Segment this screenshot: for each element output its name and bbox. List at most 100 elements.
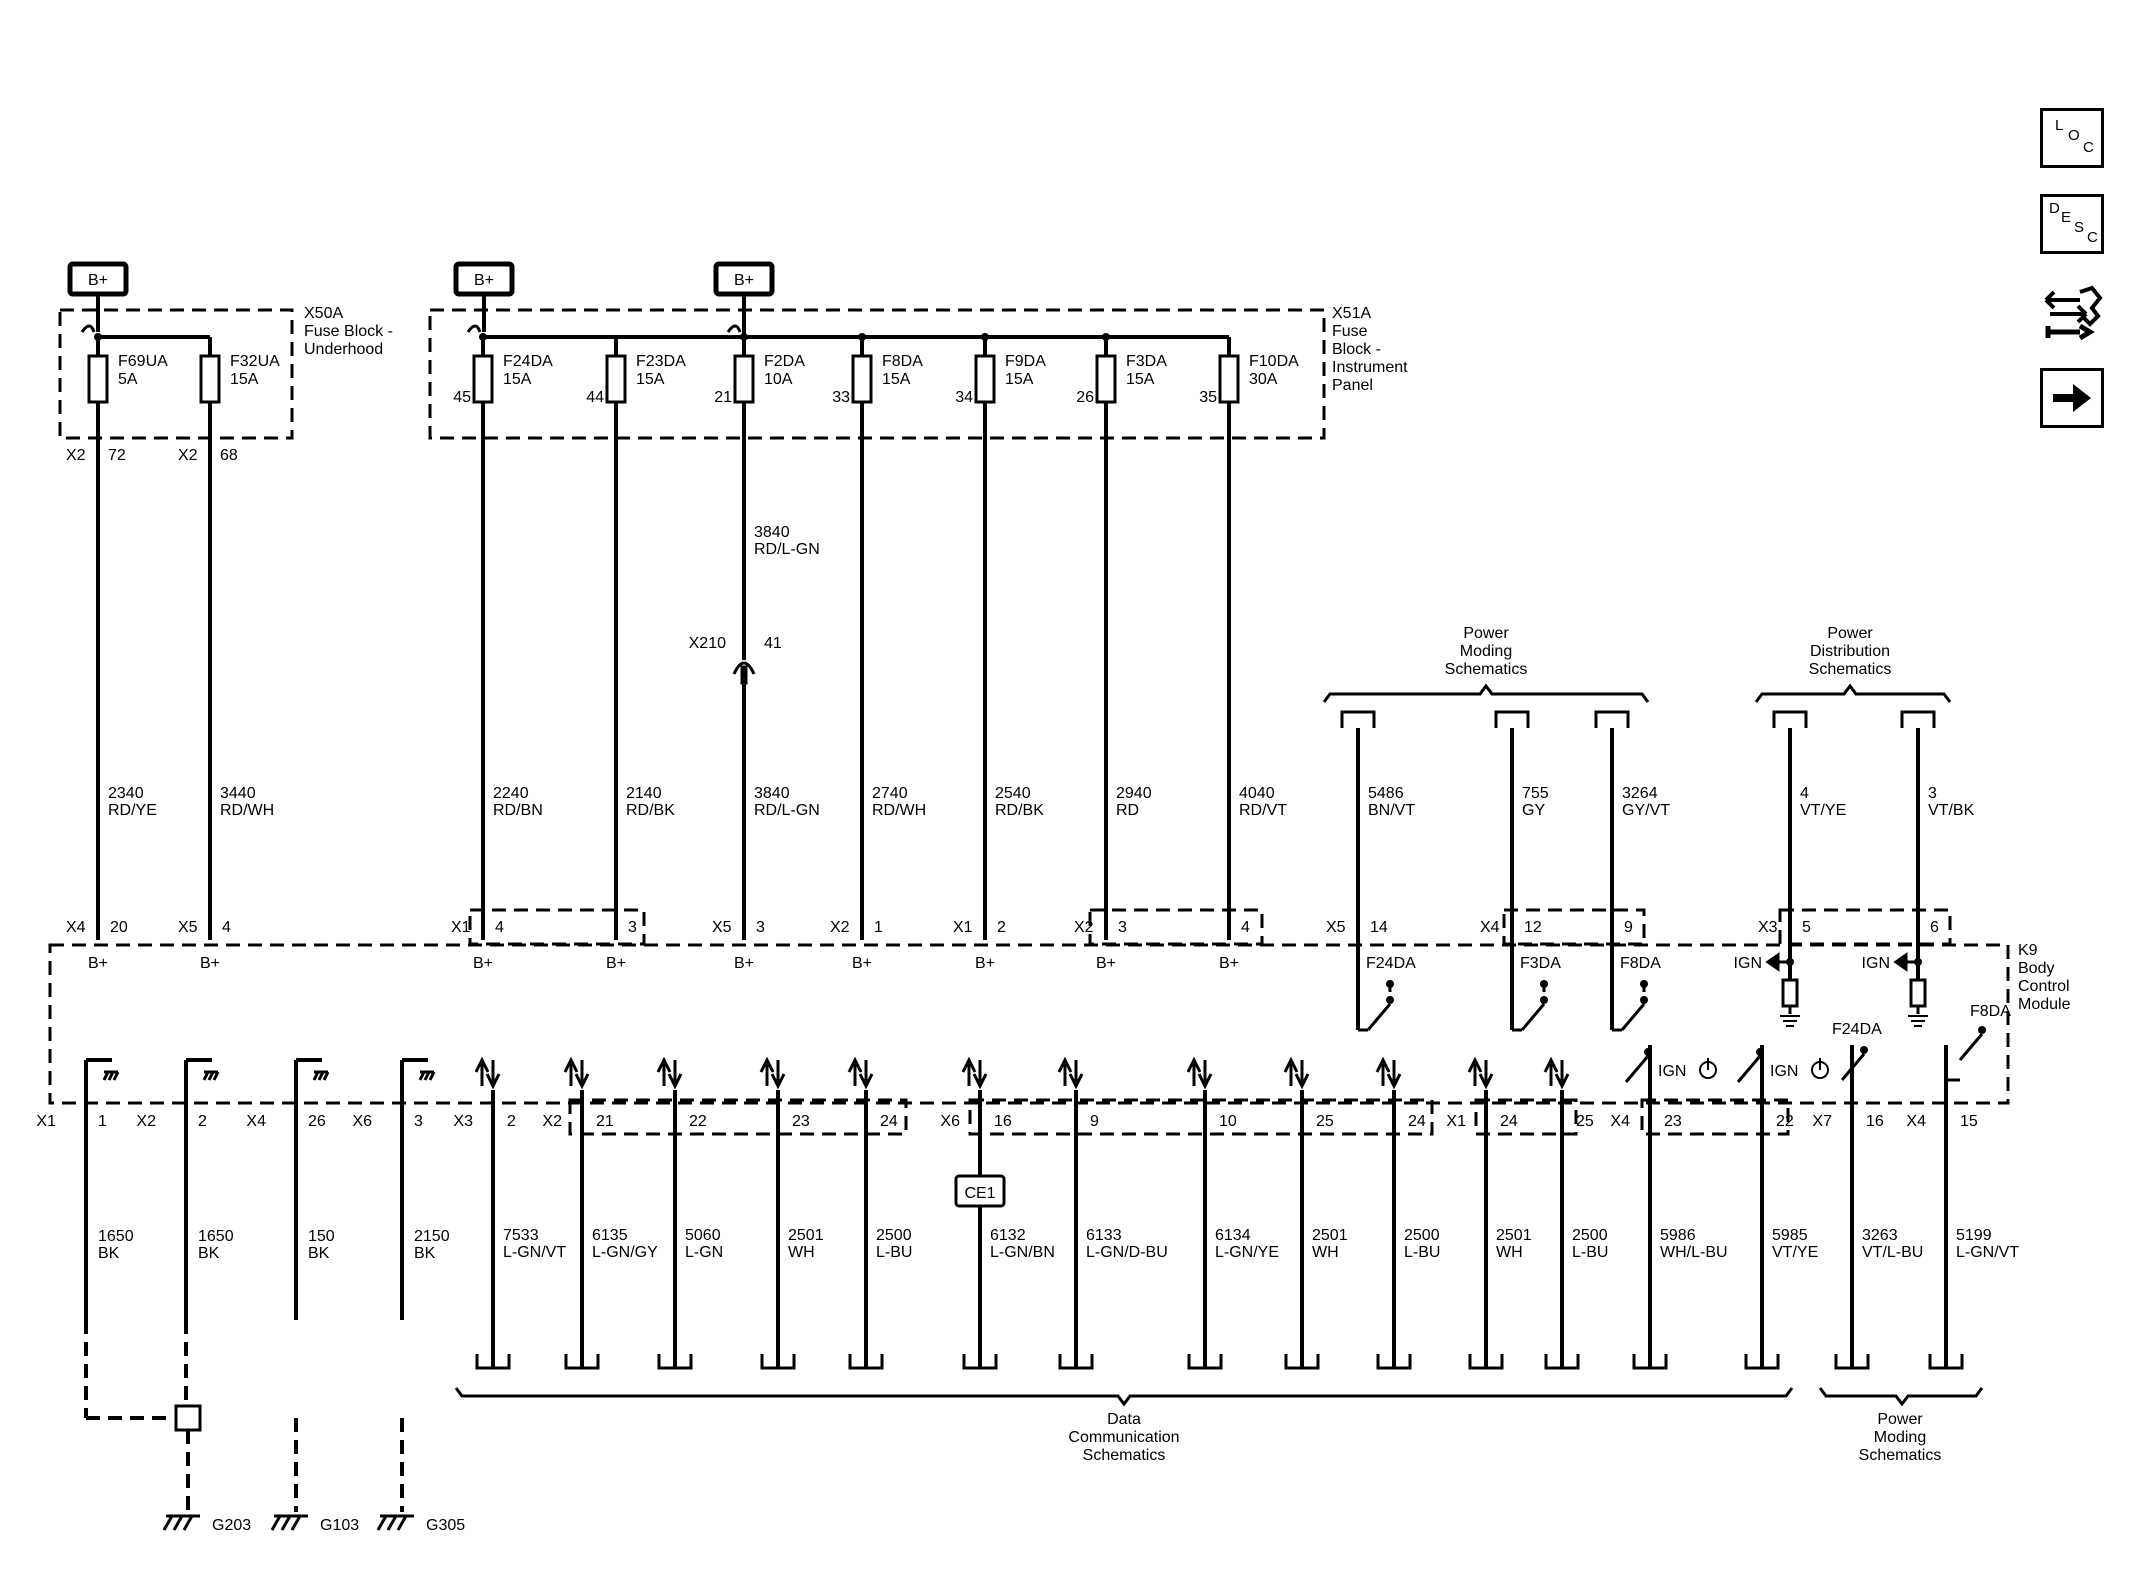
fuse-block-label: Underhood — [304, 341, 383, 358]
wire-circuit: 5060 — [685, 1227, 721, 1244]
wire-color: L-GN/GY — [592, 1244, 658, 1261]
switch-icon — [1520, 1003, 1546, 1031]
wire-circuit: 5486 — [1368, 785, 1404, 802]
bidirectional-arrow-icon — [1478, 1060, 1494, 1090]
wire-color: VT/YE — [1772, 1244, 1818, 1261]
splice-dot — [1386, 996, 1394, 1004]
ground-icon — [270, 1514, 308, 1531]
section-title: Schematics — [1083, 1447, 1166, 1464]
desc-button[interactable]: D E S C — [2040, 194, 2104, 254]
bidirectional-arrow-icon — [770, 1060, 786, 1090]
wire-color: VT/BK — [1928, 802, 1975, 819]
fuse-name: F3DA — [1126, 353, 1167, 370]
wire-color: L-GN/VT — [503, 1244, 566, 1261]
loc-letter-3: C — [2083, 139, 2094, 156]
ign-label: IGN — [1770, 1063, 1798, 1080]
bidirectional-arrow-icon — [1186, 1056, 1202, 1086]
section-title: Power — [1463, 625, 1509, 642]
ground-icon — [202, 1070, 220, 1081]
brace-power-moding-bottom — [1818, 1387, 1984, 1407]
fb-pin: 44 — [586, 389, 604, 406]
ground-icon — [1908, 1015, 1928, 1027]
fuse-block-label: Block - — [1332, 341, 1381, 358]
connector-group — [1640, 1098, 1790, 1136]
fuse-name: F32UA — [230, 353, 280, 370]
bcm-pin: 26 — [308, 1113, 326, 1130]
ign-label: IGN — [1658, 1063, 1686, 1080]
connector-terminal — [848, 1354, 884, 1370]
connector-terminal — [1284, 1354, 1320, 1370]
ground-icon — [102, 1070, 120, 1081]
switch-icon — [1620, 1003, 1646, 1031]
connector-group — [468, 908, 646, 946]
fuse-rating: 10A — [764, 371, 793, 388]
bcm-connector: X1 — [36, 1113, 56, 1130]
switch-supply-label: F3DA — [1520, 955, 1561, 972]
bidirectional-arrow-icon — [1294, 1060, 1310, 1090]
wire-color: RD/BK — [626, 802, 675, 819]
desc-letter-2: E — [2061, 209, 2072, 226]
fuse-block-x50a — [58, 308, 294, 440]
section-title: Moding — [1874, 1429, 1926, 1446]
fuse-block-label: X51A — [1332, 305, 1371, 322]
wire-color: RD/YE — [108, 802, 157, 819]
fb-pin: 45 — [453, 389, 471, 406]
bidirectional-arrow-icon — [474, 1056, 490, 1086]
fuse-block-label: Fuse Block - — [304, 323, 393, 340]
ground-point-label: G103 — [320, 1517, 359, 1534]
wire-circuit: 5199 — [1956, 1227, 1992, 1244]
section-title: Schematics — [1809, 661, 1892, 678]
fuse-rating: 15A — [1005, 371, 1034, 388]
splice-label: CE1 — [964, 1185, 995, 1202]
wire-circuit: 2500 — [876, 1227, 912, 1244]
bcm-pin: 2 — [507, 1113, 516, 1130]
bcm-connector: X5 — [712, 919, 732, 936]
loc-button[interactable]: L O C — [2040, 108, 2104, 168]
ign-label: IGN — [1862, 955, 1890, 972]
connector-terminal — [1834, 1354, 1870, 1370]
bcm-pin: 9 — [1090, 1113, 1099, 1130]
connector-terminal — [657, 1354, 693, 1370]
fuse-f69ua — [87, 354, 109, 404]
connector-terminal — [1494, 710, 1530, 728]
connector-terminal — [1900, 710, 1936, 728]
desc-letter-3: S — [2074, 219, 2085, 236]
loc-letter-2: O — [2068, 127, 2080, 144]
connector-terminal — [962, 1354, 998, 1370]
wire-color: VT/YE — [1800, 802, 1846, 819]
inline-connector-name: X210 — [689, 635, 726, 652]
brace-power-moding — [1322, 683, 1650, 703]
wire-color: RD/WH — [220, 802, 274, 819]
fuse-f9da — [974, 354, 996, 404]
connector-terminal — [1928, 1354, 1964, 1370]
inline-connector-pin-label: 41 — [764, 635, 782, 652]
bcm-pin: 3 — [414, 1113, 423, 1130]
wire-color: WH — [1312, 1244, 1339, 1261]
fuse-name: F69UA — [118, 353, 168, 370]
bidirectional-arrow-icon — [563, 1056, 579, 1086]
bcm-connector: X4 — [1610, 1113, 1630, 1130]
bcm-connector: X5 — [178, 919, 198, 936]
wire-circuit: 7533 — [503, 1227, 539, 1244]
connector-button[interactable] — [2040, 282, 2104, 342]
bcm-pin: 24 — [1408, 1113, 1426, 1130]
module-label: K9 — [2018, 942, 2038, 959]
ign-switch-icon — [1624, 1055, 1650, 1083]
bcm-pin: 16 — [994, 1113, 1012, 1130]
bcm-pin: 5 — [1802, 919, 1811, 936]
fb-pin: 35 — [1199, 389, 1217, 406]
bcm-connector: X1 — [451, 919, 471, 936]
bcm-pin: 4 — [222, 919, 231, 936]
next-button[interactable] — [2040, 368, 2104, 428]
fuse-block-label: Panel — [1332, 377, 1373, 394]
fuse-rating: 15A — [882, 371, 911, 388]
section-title: Schematics — [1445, 661, 1528, 678]
bcm-connector: X1 — [953, 919, 973, 936]
fuse-f3da — [1095, 354, 1117, 404]
bcm-pin: 9 — [1624, 919, 1633, 936]
splice-dot — [1644, 1048, 1652, 1056]
wire-circuit: 2500 — [1404, 1227, 1440, 1244]
wire-circuit: 1650 — [198, 1228, 234, 1245]
bcm-pin-label: B+ — [1219, 955, 1239, 972]
connector-terminal — [1058, 1354, 1094, 1370]
